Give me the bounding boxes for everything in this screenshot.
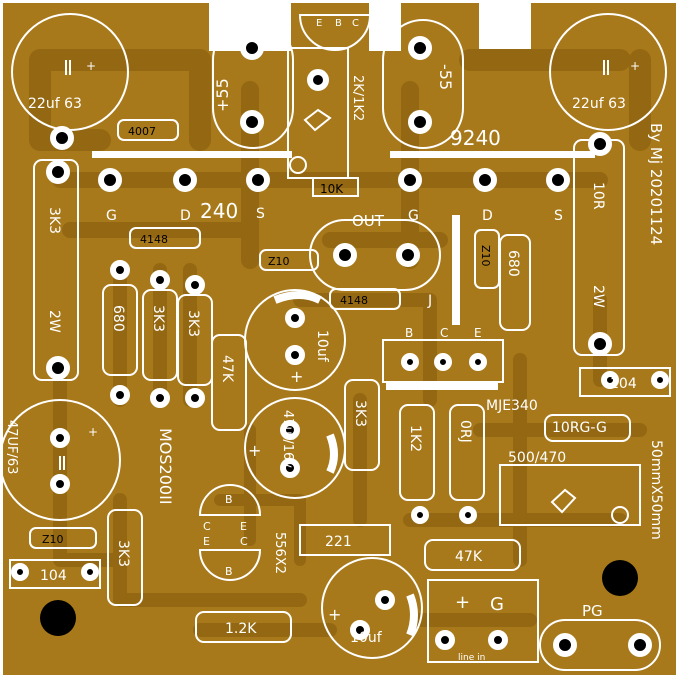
label-221: 221	[325, 534, 352, 550]
label-3k3-c: 3K3	[352, 400, 368, 427]
label-10rg: 10RG-G	[552, 420, 607, 436]
label-pot-10k: 10K	[320, 182, 344, 196]
cap-arc-mark-3	[406, 593, 418, 637]
pot-icons	[289, 108, 629, 524]
label-mje-b: B	[405, 326, 413, 340]
silkscreen	[0, 13, 671, 671]
label-g-left: G	[106, 208, 117, 224]
pads	[11, 36, 669, 657]
label-mos: MOS200II	[156, 428, 175, 505]
label-104-b: 104	[40, 568, 67, 584]
label-plus-cap-2: +	[630, 59, 640, 73]
label-680-b: 680	[505, 250, 521, 277]
label-10r: 10R	[590, 182, 606, 210]
label-q556-c2: C	[240, 535, 248, 548]
label-4148-b: 4148	[340, 294, 368, 307]
label-d-right: D	[482, 208, 493, 224]
label-g-right: G	[408, 208, 419, 224]
label-plus-cap-3: +	[88, 425, 98, 439]
silk-text: 22uf 63 22uf 63 4007 +55 -55 2K/1K2 10K …	[4, 8, 665, 663]
label-z10-b: Z10	[479, 245, 492, 267]
mounting-holes	[40, 560, 638, 636]
label-pot: 2K/1K2	[350, 75, 365, 121]
label-q556-c1: C	[203, 520, 211, 533]
label-d-left: D	[180, 208, 191, 224]
label-rail-pos: +55	[213, 78, 232, 112]
label-4148-a: 4148	[140, 233, 168, 246]
label-q556-b1: B	[225, 493, 233, 506]
label-240: 240	[200, 199, 238, 223]
label-ebc-e: E	[316, 18, 322, 29]
label-3k3-b: 3K3	[185, 310, 201, 337]
label-2w-right: 2W	[590, 285, 606, 308]
label-s-right: S	[554, 208, 563, 224]
label-plus-cap-6: +	[328, 605, 341, 624]
label-q556-b2: B	[225, 565, 233, 578]
label-z10-a: Z10	[268, 255, 290, 268]
label-47uf-63: 47UF/63	[4, 420, 19, 474]
label-s-left: S	[256, 206, 265, 222]
cap-arc-mark-2	[326, 433, 338, 474]
silk-bars	[92, 151, 595, 390]
cap-arc-mark	[273, 291, 322, 304]
label-rail-neg: -55	[436, 64, 455, 90]
label-3k3-a: 3K3	[150, 305, 166, 332]
label-3k3-d: 3K3	[115, 540, 131, 567]
label-plus-cap-5: +	[248, 441, 261, 460]
label-4007: 4007	[128, 125, 156, 138]
label-10uf-a: 10uf	[314, 330, 330, 363]
label-cap-tr: 22uf 63	[572, 96, 626, 112]
label-mje-e: E	[474, 326, 482, 340]
label-1-2k: 1.2K	[225, 621, 257, 637]
label-10uf-b: 10uf	[350, 630, 383, 646]
label-47k-b: 47K	[455, 549, 483, 565]
label-plus-cap: +	[86, 59, 96, 73]
label-q556-e2: E	[203, 535, 210, 548]
label-47uf-16: 47uf/16v	[280, 410, 295, 468]
label-plus-cap-4: +	[290, 367, 303, 386]
label-1k2-v: 1K2	[407, 425, 423, 452]
label-j: J	[427, 293, 432, 309]
label-104-a: 104	[610, 376, 637, 392]
label-3k3-left: 3K3	[46, 207, 62, 234]
label-500: 500/470	[508, 450, 566, 466]
label-680-a: 680	[110, 305, 126, 332]
label-pg: PG	[582, 602, 603, 620]
cap-marks	[59, 60, 609, 470]
label-board-size: 50mmX50mm	[648, 440, 664, 540]
label-556x2: 556X2	[272, 532, 287, 574]
label-ebc-c: C	[352, 18, 359, 29]
label-line-in: line in	[458, 653, 485, 663]
label-9240: 9240	[450, 126, 501, 150]
label-cap-tl: 22uf 63	[28, 96, 82, 112]
label-2w-left: 2W	[46, 310, 62, 333]
label-0rj: 0RJ	[457, 420, 473, 443]
label-g: G	[490, 594, 504, 615]
label-ebc-b: B	[335, 18, 342, 29]
label-out: OUT	[352, 212, 385, 230]
label-47k-a: 47K	[219, 355, 235, 383]
label-author: By Mj 20201124	[647, 123, 665, 245]
label-plus-g: +	[455, 592, 470, 613]
label-556-top: 556	[380, 8, 401, 21]
label-q556-e1: E	[240, 520, 247, 533]
label-mje-c: C	[440, 326, 448, 340]
label-mje: MJE340	[486, 398, 538, 414]
label-z10-c: Z10	[42, 533, 64, 546]
